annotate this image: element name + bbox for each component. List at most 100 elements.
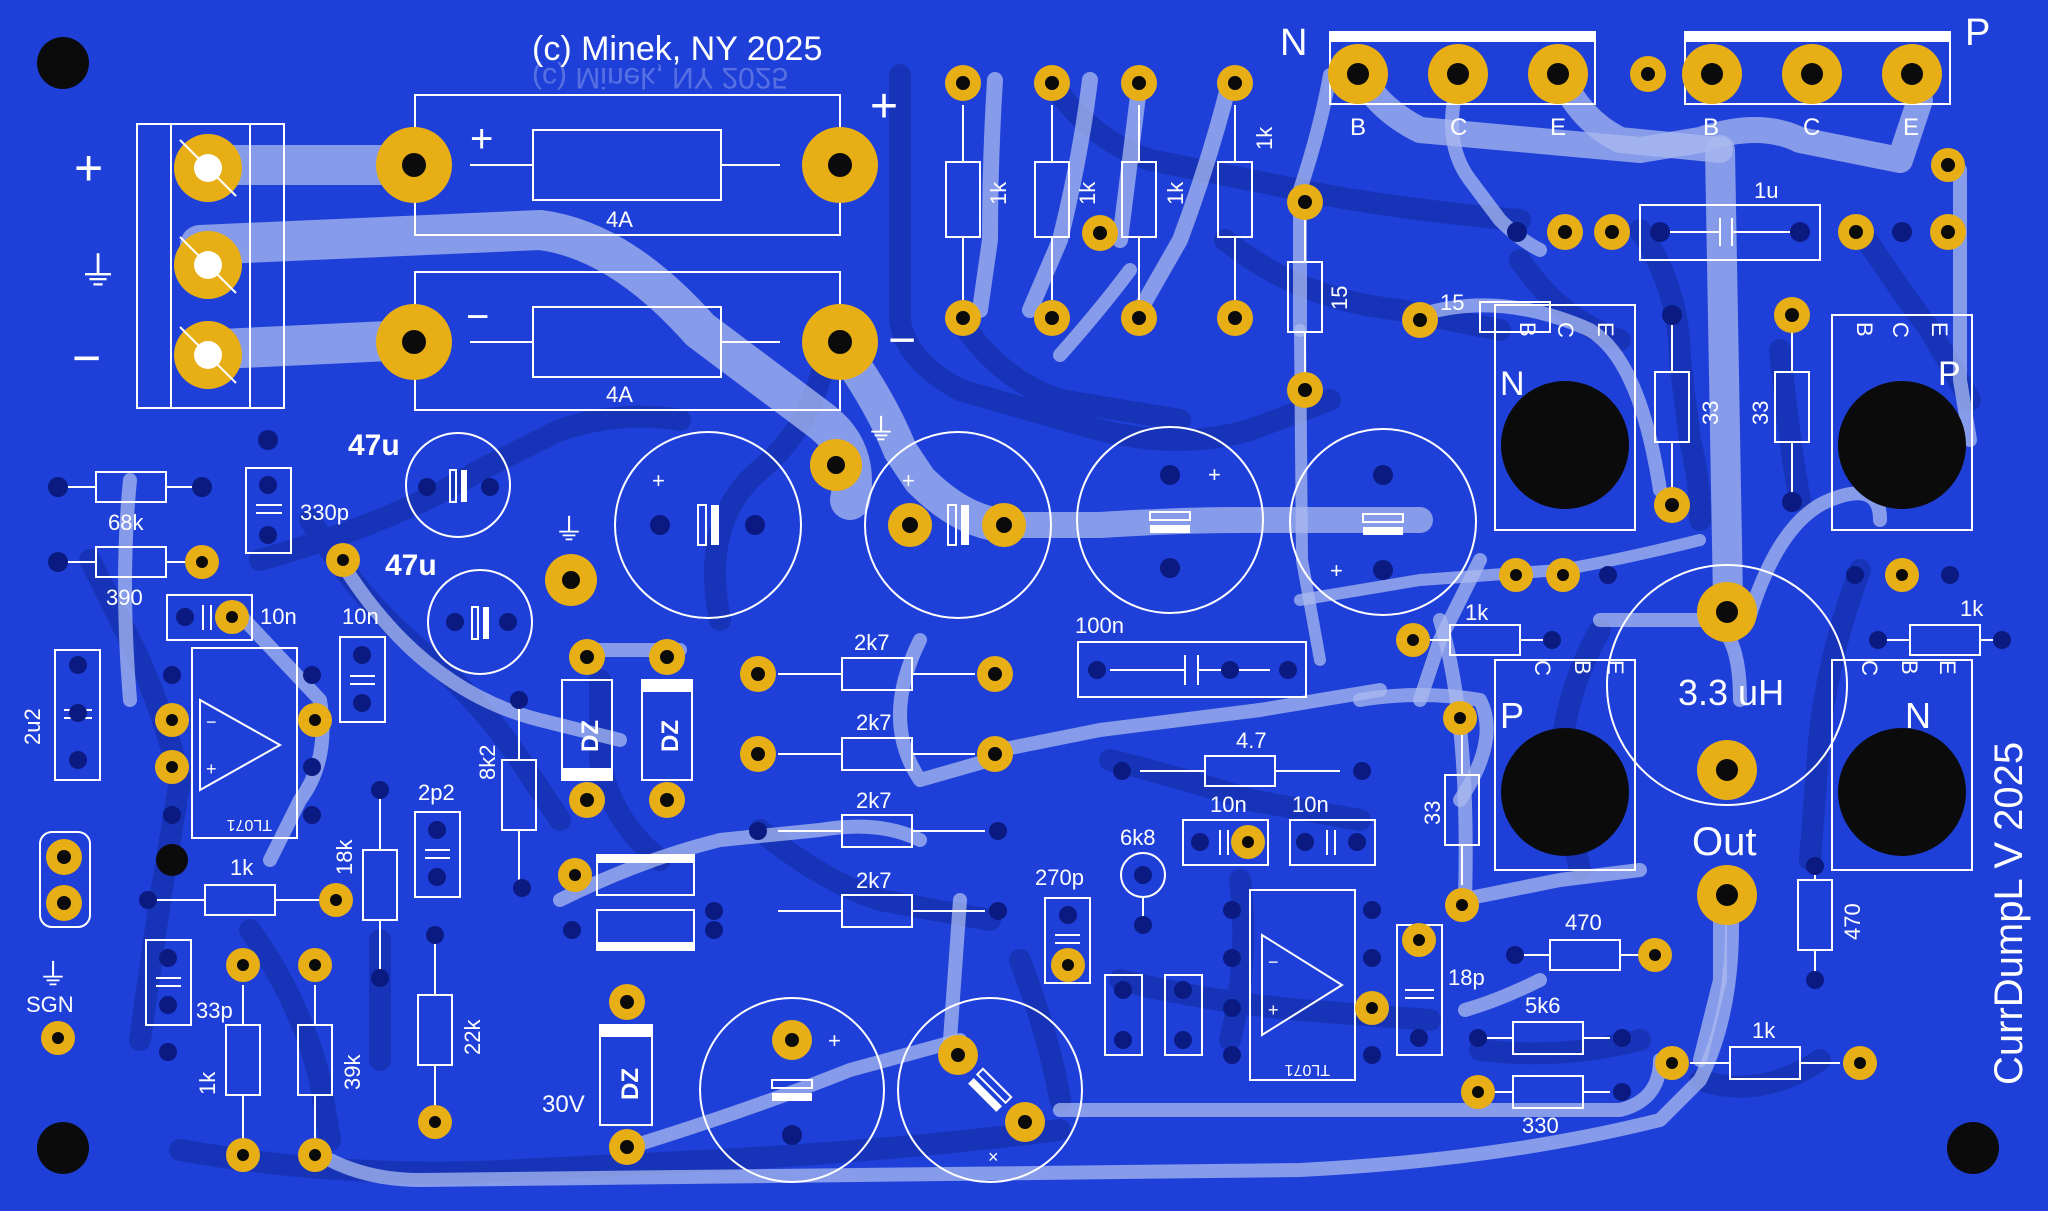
- capacitor-270p: [1044, 897, 1091, 984]
- r390-label: 390: [106, 585, 143, 610]
- r2k7-c-label: 2k7: [856, 788, 891, 813]
- transistor-top-p: [1682, 31, 1951, 105]
- v30-label: 30V: [542, 1091, 585, 1118]
- r6k8-label: 6k8: [1120, 825, 1155, 850]
- board-title: CurrDumpL V 2025: [1987, 742, 2031, 1085]
- zener-dz-a: [561, 639, 613, 818]
- mounting-hole-bottom-right: [1947, 1122, 1999, 1174]
- copyright-mirror: (c) Minek, NY 2025: [532, 61, 788, 94]
- c2p2-label: 2p2: [418, 780, 455, 805]
- inductor-3-3uh: [1606, 564, 1848, 806]
- capacitor-2u2: [54, 649, 101, 781]
- resistor-470-a: [1506, 938, 1672, 972]
- r1k-i-label: 1k: [195, 1071, 220, 1095]
- small-hole: [156, 844, 188, 876]
- svg-text:+: +: [206, 759, 217, 779]
- r1k-f-label: 1k: [1465, 600, 1489, 625]
- terminal-gnd-label: ⏚: [78, 250, 118, 294]
- opamp-a: −+: [155, 647, 332, 839]
- low-p-pin-c: C: [1530, 660, 1555, 676]
- transistor-low-n: [1831, 659, 1973, 871]
- r15-a-label: 15: [1327, 286, 1352, 310]
- r470-a-label: 470: [1565, 910, 1602, 935]
- opamp-b: −+: [1223, 889, 1389, 1081]
- r470-b-label: 470: [1840, 903, 1865, 940]
- resistor-22k: [417, 926, 453, 1139]
- capacitor-2p2: [414, 811, 461, 898]
- jumper-block: [1104, 974, 1203, 1056]
- capacitor-electrolytic-1: +: [614, 431, 802, 619]
- c10n-d-label: 10n: [1292, 792, 1329, 817]
- c10n-c-label: 10n: [1210, 792, 1247, 817]
- c330p-label: 330p: [300, 500, 349, 525]
- r8k2-label: 8k2: [475, 745, 500, 780]
- svg-text:−: −: [466, 295, 489, 339]
- r1k-g-label: 1k: [1960, 596, 1984, 621]
- low-n-pin-c: C: [1857, 660, 1882, 676]
- capacitor-electrolytic-6: ×: [897, 997, 1083, 1183]
- inductor-label: 3.3 uH: [1678, 672, 1784, 713]
- r22k-label: 22k: [460, 1019, 485, 1055]
- r5k6-label: 5k6: [1525, 993, 1560, 1018]
- resistor-8k2: [501, 691, 537, 897]
- mid-p-pin-b: B: [1852, 322, 1877, 337]
- resistor-33-c: [1443, 701, 1480, 922]
- r1k-b-label: 1k: [1075, 181, 1100, 205]
- transistor-low-p: [1494, 659, 1636, 871]
- capacitor-1u: [1639, 204, 1821, 261]
- capacitor-47u-b: [427, 569, 533, 675]
- opamp-a-label: TL071: [227, 816, 272, 833]
- r2k7-d-label: 2k7: [856, 868, 891, 893]
- mounting-hole-bottom-left: [37, 1122, 89, 1174]
- capacitor-10n-a: [166, 594, 253, 641]
- mid-n-label: N: [1500, 365, 1525, 403]
- fuse-top-label: 4A: [606, 207, 633, 232]
- zener-dz-c: [599, 984, 653, 1165]
- c1u-label: 1u: [1754, 178, 1778, 203]
- r1k-a-label: 1k: [986, 181, 1011, 205]
- r68k-label: 68k: [108, 510, 144, 535]
- capacitor-33p: [145, 939, 192, 1061]
- r1k-e-label: 1k: [230, 855, 254, 880]
- cap6-x-mark: ×: [988, 1147, 999, 1167]
- top-p-pin-e: E: [1903, 114, 1919, 141]
- svg-text:−: −: [1268, 952, 1279, 972]
- c270p-label: 270p: [1035, 865, 1084, 890]
- transistor-mid-p: [1831, 214, 1973, 531]
- r39k-label: 39k: [340, 1054, 365, 1090]
- r2k7-a-label: 2k7: [854, 630, 889, 655]
- resistor-470-b: [1797, 857, 1833, 989]
- resistor-1k-h: [1655, 1046, 1877, 1080]
- fuse-bottom: −: [376, 271, 878, 411]
- gnd-symbol-1: ⏚: [866, 414, 896, 447]
- resistor-15-a: [1287, 184, 1323, 408]
- fuse-top-plus: +: [870, 80, 898, 133]
- dz-c-label: DZ: [617, 1068, 644, 1100]
- mid-p-label: P: [1938, 355, 1961, 393]
- resistor-68k: [48, 471, 212, 503]
- fuse-bottom-minus: −: [888, 314, 916, 367]
- top-n-pin-c: C: [1450, 114, 1467, 141]
- low-n-pin-b: B: [1897, 660, 1922, 675]
- fuse-top: +: [376, 94, 878, 236]
- top-n-pin-e: E: [1550, 114, 1566, 141]
- transistor-mid-n: [1494, 214, 1636, 531]
- resistor-1k-i: [225, 948, 261, 1172]
- out-label: Out: [1692, 820, 1756, 864]
- low-n-pin-e: E: [1935, 660, 1960, 675]
- resistor-4-7: [1113, 755, 1371, 787]
- opamp-b-label: TL071: [1285, 1061, 1330, 1078]
- c10n-a-label: 10n: [260, 604, 297, 629]
- power-terminal-block: [136, 123, 285, 409]
- mid-n-pin-b: B: [1515, 322, 1540, 337]
- zener-dz-b: [641, 639, 693, 818]
- svg-text:+: +: [652, 468, 665, 493]
- terminal-minus-label: −: [72, 330, 101, 386]
- r33-c-label: 33: [1420, 801, 1445, 825]
- c2u2-label: 2u2: [20, 708, 45, 745]
- capacitor-18p: [1396, 923, 1443, 1056]
- sgn-connector[interactable]: [39, 831, 91, 928]
- capacitor-10n-c: [1182, 819, 1269, 866]
- resistor-330: [1461, 1075, 1631, 1109]
